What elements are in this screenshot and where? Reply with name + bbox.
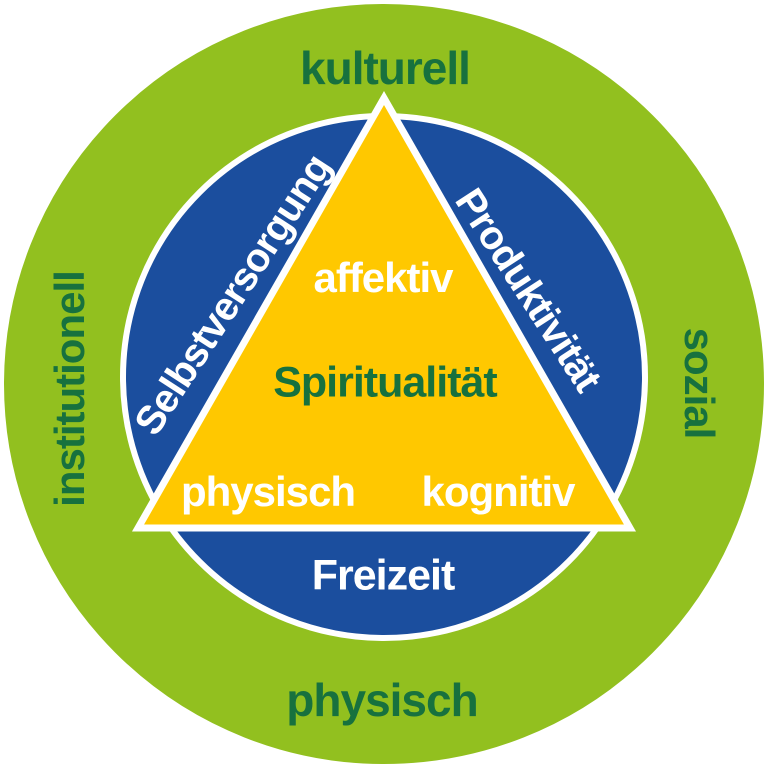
- label-kognitiv: kognitiv: [421, 468, 575, 515]
- label-physisch-outer: physisch: [286, 674, 478, 726]
- triangle-polygon-icon: [131, 90, 637, 532]
- label-spiritualitaet: Spiritualität: [273, 358, 498, 407]
- label-institutionell: institutionell: [46, 271, 93, 507]
- label-physisch-inner: physisch: [180, 468, 356, 515]
- label-sozial: sozial: [676, 327, 723, 439]
- label-freizeit: Freizeit: [311, 551, 456, 600]
- label-kulturell: kulturell: [300, 42, 471, 94]
- label-affektiv: affektiv: [313, 254, 453, 301]
